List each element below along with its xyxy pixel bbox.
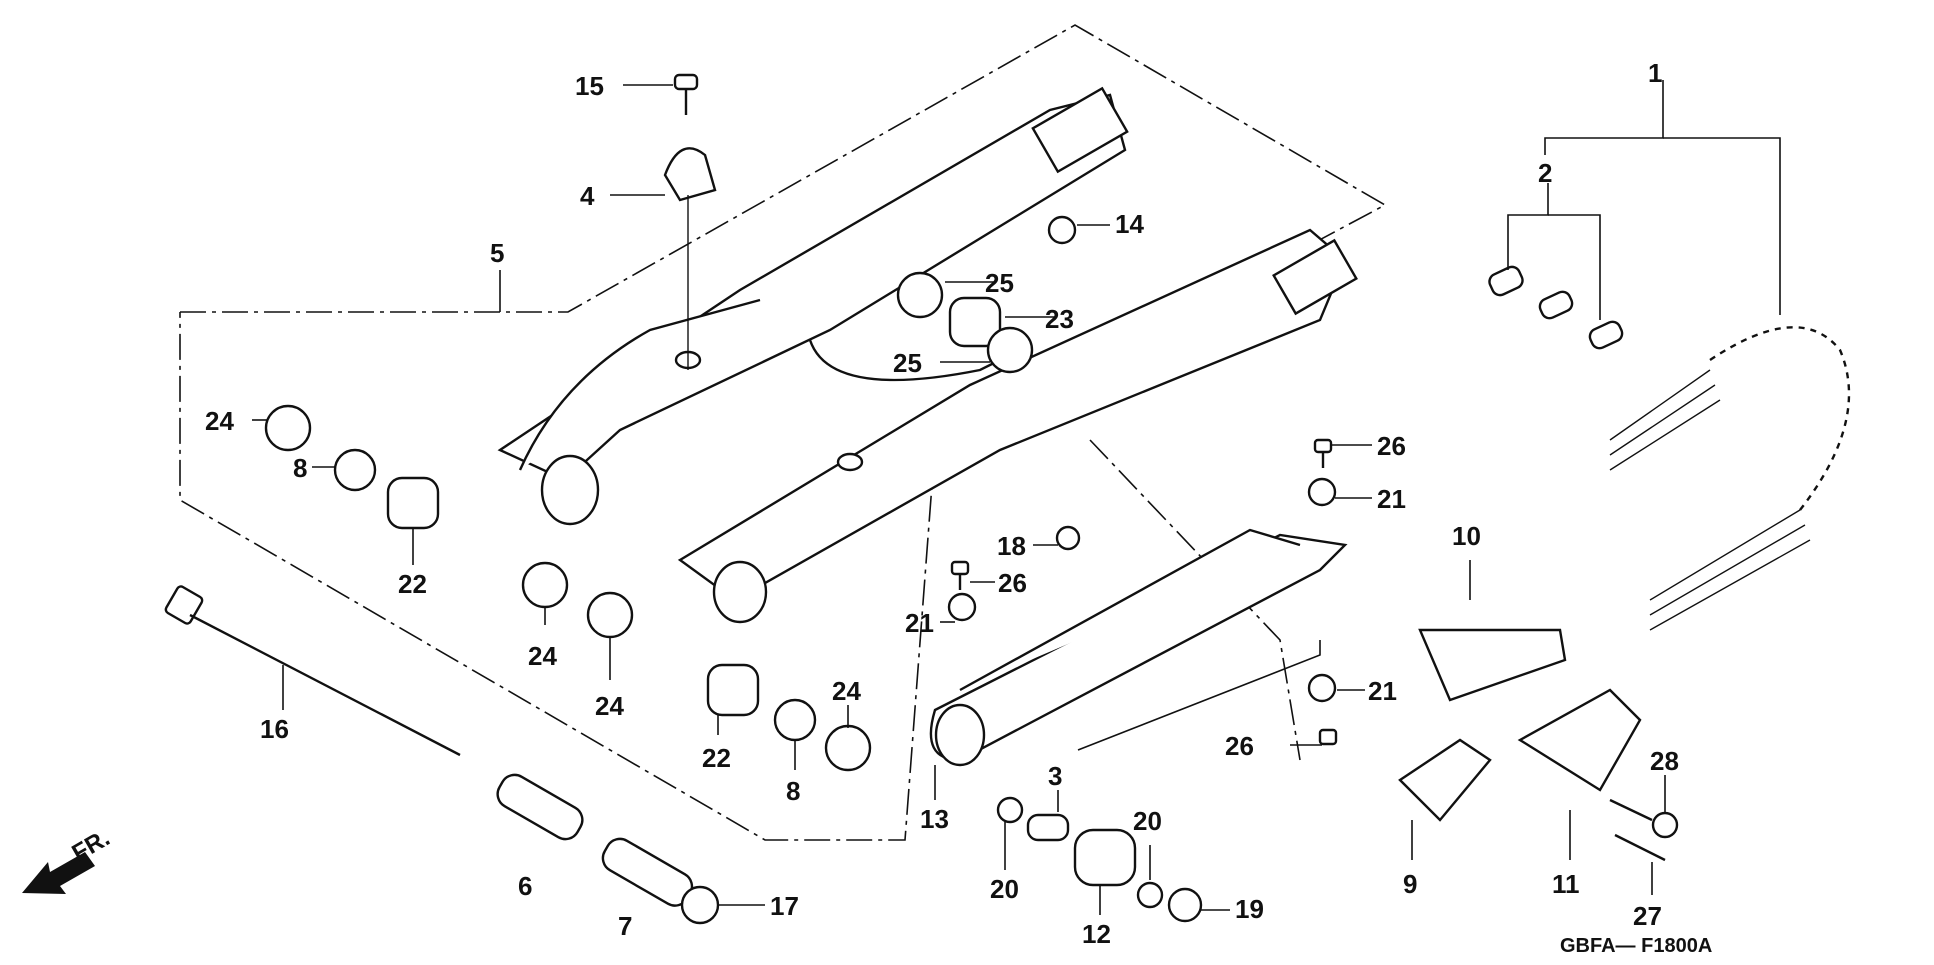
washer-21-top [1307, 477, 1337, 507]
pivot-bolt [164, 585, 461, 757]
callout-24a: 24 [205, 406, 234, 436]
bushing-23 [948, 296, 1002, 348]
callout-16: 16 [260, 714, 289, 744]
collar-3 [1026, 813, 1070, 842]
washer-21-mid [947, 592, 977, 622]
callout-28: 28 [1650, 746, 1679, 776]
callout-10: 10 [1452, 521, 1481, 551]
nut-19 [1167, 887, 1203, 923]
callout-22a: 22 [398, 569, 427, 599]
callout-12: 12 [1082, 919, 1111, 949]
bushing-8-a [333, 448, 377, 492]
callout-24b: 24 [528, 641, 557, 671]
chain-guide-parts [1398, 628, 1642, 822]
callout-13: 13 [920, 804, 949, 834]
callout-21c: 21 [1368, 676, 1397, 706]
callout-23: 23 [1045, 304, 1074, 334]
swingarm-body [497, 86, 1358, 624]
callout-24c: 24 [595, 691, 624, 721]
washer-20-right [1136, 881, 1164, 909]
callout-3: 3 [1048, 761, 1062, 791]
bolt-28 [1609, 798, 1679, 839]
nut-18 [1055, 525, 1081, 551]
collar-6 [496, 773, 584, 841]
callout-11: 11 [1552, 869, 1580, 899]
callout-8b: 8 [786, 776, 800, 806]
callout-25b: 25 [893, 348, 922, 378]
callout-26b: 26 [998, 568, 1027, 598]
seal-24-a [264, 404, 312, 452]
callout-14: 14 [1115, 209, 1144, 239]
callout-8a: 8 [293, 453, 307, 483]
seal-24-c [586, 591, 634, 639]
callout-15: 15 [575, 71, 604, 101]
leader-lines [252, 80, 1781, 915]
callout-25a: 25 [985, 268, 1014, 298]
rivet-14 [1047, 215, 1077, 245]
reference-code: GBFA— F1800A [1560, 935, 1712, 957]
callout-21b: 21 [905, 608, 934, 638]
callout-26a: 26 [1377, 431, 1406, 461]
screw-27 [1614, 833, 1666, 862]
bolt-26-top [1313, 438, 1333, 468]
washer-21-low [1307, 673, 1337, 703]
seal-25-b [986, 326, 1034, 374]
seal-24-b [521, 561, 569, 609]
callout-9: 9 [1403, 869, 1417, 899]
chain-slider [929, 528, 1348, 767]
callout-24d: 24 [832, 676, 861, 706]
roller-12 [1073, 828, 1137, 887]
chain-slider-assembly-outline [1089, 439, 1301, 761]
callout-22b: 22 [702, 743, 731, 773]
chain-joint-parts [1488, 265, 1624, 350]
clamp-4 [663, 147, 717, 370]
callout-18: 18 [997, 531, 1026, 561]
bolt-26-low [1318, 728, 1338, 746]
callout-4: 4 [580, 181, 595, 211]
callout-20b: 20 [1133, 806, 1162, 836]
bearing-22-b [706, 663, 760, 717]
callout-17: 17 [770, 891, 799, 921]
bushing-8-b [773, 698, 817, 742]
callout-1: 1 [1648, 58, 1662, 88]
callout-26c: 26 [1225, 731, 1254, 761]
callout-20a: 20 [990, 874, 1019, 904]
callout-2: 2 [1538, 158, 1552, 188]
nut-17 [680, 885, 720, 925]
bolt-15 [673, 73, 699, 115]
callout-27: 27 [1633, 901, 1662, 931]
callout-5: 5 [490, 238, 504, 268]
seal-25-a [896, 271, 944, 319]
callout-19: 19 [1235, 894, 1264, 924]
washer-20-left [996, 796, 1024, 824]
seal-24-d [824, 724, 872, 772]
bearing-22-a [386, 476, 440, 530]
front-arrow-icon [22, 852, 95, 894]
callout-21a: 21 [1377, 484, 1406, 514]
bolt-26-mid [950, 560, 970, 590]
drive-chain [1609, 326, 1851, 631]
front-direction-marker: FR. [22, 824, 114, 894]
callout-7: 7 [618, 911, 632, 941]
callout-6: 6 [518, 871, 532, 901]
